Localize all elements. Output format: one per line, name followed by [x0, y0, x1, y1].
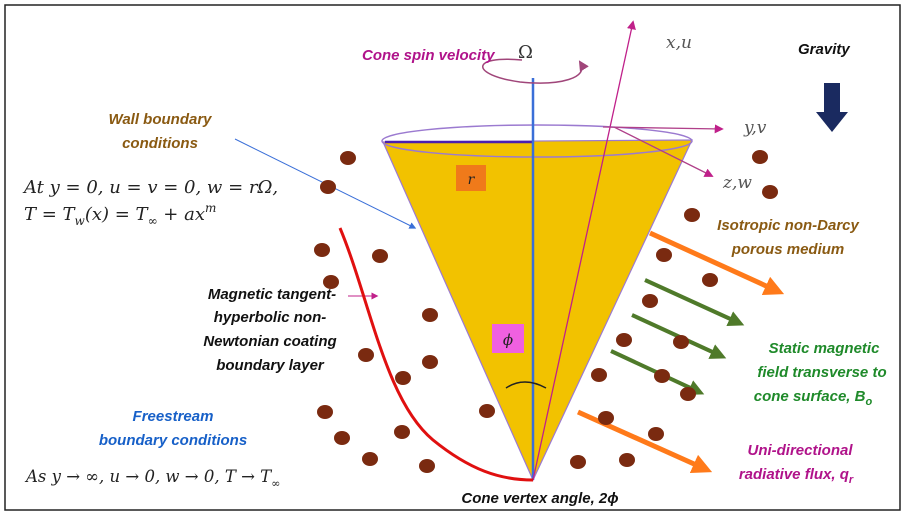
- particle: [762, 185, 778, 199]
- wall-equation-line2: T = Tw(x) = T∞ + axm: [24, 201, 216, 228]
- particle: [422, 355, 438, 369]
- particle: [702, 273, 718, 287]
- z-axis-label: z,w: [722, 173, 752, 193]
- magnetic-field-arrow: [631, 313, 727, 359]
- particle: [419, 459, 435, 473]
- particle: [358, 348, 374, 362]
- porous-medium-label-line1: Isotropic non-Darcy: [717, 217, 859, 234]
- x-axis-label: x,u: [666, 33, 692, 53]
- spin-arrow: [482, 58, 589, 84]
- particle: [648, 427, 664, 441]
- y-axis-arrow: [602, 124, 724, 134]
- wall-equation-line1: At y = 0, u = v = 0, w = rΩ,: [22, 177, 278, 198]
- magnetic-field-label-line2: field transverse to: [757, 364, 886, 381]
- freestream-label-line1: Freestream: [133, 408, 214, 425]
- particle: [570, 455, 586, 469]
- particle: [372, 249, 388, 263]
- porous-flux-arrow: [648, 230, 785, 295]
- particle: [684, 208, 700, 222]
- particle: [362, 452, 378, 466]
- particle: [680, 387, 696, 401]
- vertex-angle-arc: [505, 381, 547, 389]
- omega-label: Ω: [518, 42, 533, 63]
- particle: [619, 453, 635, 467]
- cone-spin-label: Cone spin velocity: [362, 47, 495, 64]
- figure-frame: [4, 4, 901, 511]
- wall-bc-label-line2: conditions: [122, 135, 198, 152]
- radiative-flux-label-line1: Uni-directional: [747, 442, 853, 459]
- cone-top-ellipse: [381, 124, 693, 158]
- particle: [616, 333, 632, 347]
- freestream-equation: As y → ∞, u → 0, w → 0, T → T∞: [24, 467, 280, 490]
- radiative-flux-arrow: [576, 409, 713, 474]
- magnetic-field-arrow: [644, 278, 745, 326]
- radius-label: r: [468, 172, 476, 188]
- porous-medium-label-line2: porous medium: [731, 241, 845, 258]
- phi-label-box: [492, 324, 524, 353]
- particle: [317, 405, 333, 419]
- gravity-label: Gravity: [798, 41, 850, 58]
- particle: [591, 368, 607, 382]
- wall-bc-label-line1: Wall boundary: [108, 111, 212, 128]
- z-axis-arrow: [613, 126, 714, 177]
- phi-label: ϕ: [503, 331, 513, 349]
- particle: [673, 335, 689, 349]
- radius-label-box: [456, 165, 486, 191]
- particle: [598, 411, 614, 425]
- magnetic-field-arrow: [610, 349, 705, 395]
- magnetic-layer-label-line4: boundary layer: [216, 357, 325, 374]
- y-axis-label: y,v: [743, 118, 767, 138]
- porous-particles: [314, 150, 778, 473]
- freestream-label-line2: boundary conditions: [99, 432, 247, 449]
- particle: [395, 371, 411, 385]
- particle: [394, 425, 410, 439]
- particle: [320, 180, 336, 194]
- particle: [323, 275, 339, 289]
- x-axis-arrow: [532, 20, 636, 481]
- magnetic-layer-label-line3: Newtonian coating: [203, 333, 336, 350]
- magnetic-field-label-line1: Static magnetic: [769, 340, 881, 357]
- particle: [656, 248, 672, 262]
- magnetic-layer-label-line2: hyperbolic non-: [214, 309, 327, 326]
- radiative-flux-label-line2: radiative flux, qr: [739, 466, 854, 486]
- particle: [479, 404, 495, 418]
- particle: [422, 308, 438, 322]
- particle: [314, 243, 330, 257]
- particle: [340, 151, 356, 165]
- particle: [642, 294, 658, 308]
- cone-vertex-label: Cone vertex angle, 2ϕ: [461, 490, 618, 507]
- particle: [752, 150, 768, 164]
- particle: [654, 369, 670, 383]
- magnetic-layer-label-line1: Magnetic tangent-: [208, 286, 336, 303]
- gravity-arrow: [816, 83, 848, 132]
- coating-boundary-layer: [338, 227, 534, 482]
- cone-body: [382, 139, 693, 482]
- particle: [334, 431, 350, 445]
- magnetic-field-label-line3: cone surface, Bo: [754, 388, 873, 408]
